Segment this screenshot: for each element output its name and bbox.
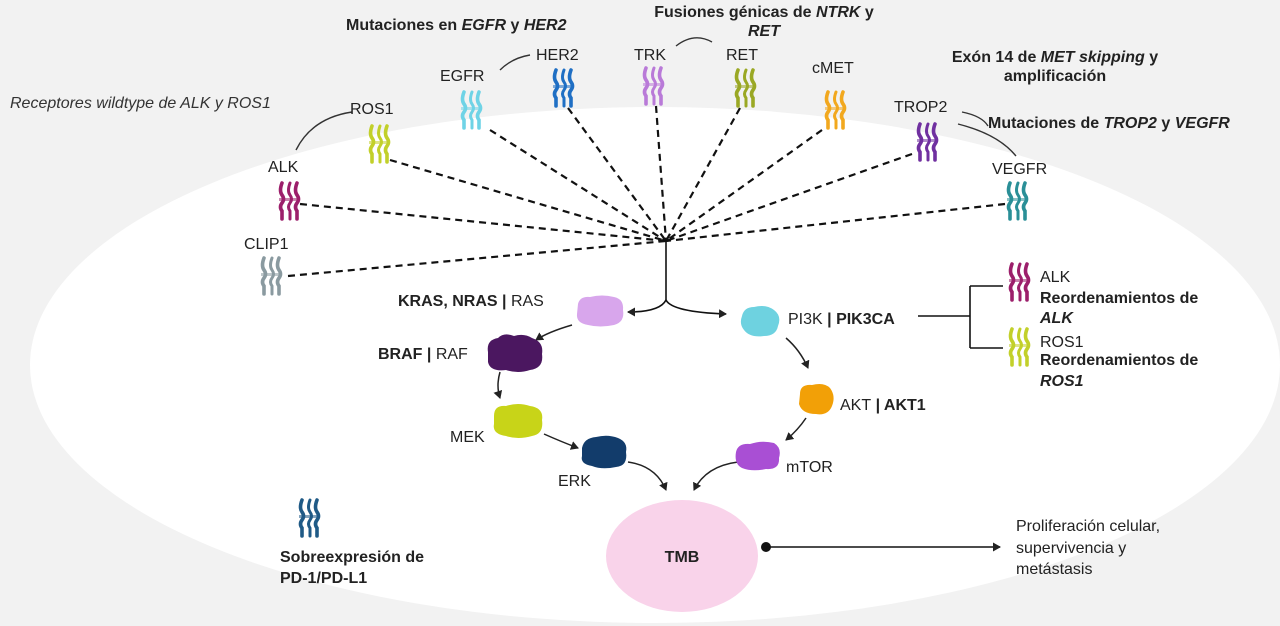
mek-protein bbox=[493, 404, 543, 438]
label-alk-rearr-title: Reordenamientos de bbox=[1040, 290, 1199, 307]
label-pi3k: PI3K | PIK3CA bbox=[788, 311, 895, 328]
label-outcome-1: Proliferación celular, bbox=[1016, 518, 1161, 535]
label-ras: KRAS, NRAS | RAS bbox=[398, 293, 544, 310]
label-cmet: cMET bbox=[812, 60, 854, 77]
heading-wildtype: Receptores wildtype de ALK y ROS1 bbox=[10, 95, 271, 112]
arrow-erk-tmb bbox=[627, 461, 668, 491]
receptor-connectors bbox=[287, 105, 1006, 278]
signal-branches bbox=[627, 241, 727, 319]
ros1-rearrangement-icon bbox=[1008, 327, 1031, 367]
label-vegfr: VEGFR bbox=[992, 161, 1048, 178]
label-akt: AKT | AKT1 bbox=[840, 397, 926, 414]
clip1-receptor-icon bbox=[260, 256, 283, 296]
cmet-receptor-icon bbox=[824, 90, 847, 130]
arrow-pi3k-akt bbox=[785, 337, 810, 369]
label-trk: TRK bbox=[634, 47, 666, 64]
label-alk-rearr: ALK bbox=[1040, 269, 1071, 286]
bracket-egfr-her2 bbox=[499, 54, 531, 71]
label-ros1-rearr: ROS1 bbox=[1040, 334, 1084, 351]
bracket-alk-ros1 bbox=[295, 111, 353, 151]
label-ret: RET bbox=[726, 47, 758, 64]
tmb-node bbox=[606, 500, 758, 612]
label-outcome-2: supervivencia y bbox=[1016, 540, 1127, 557]
label-clip1: CLIP1 bbox=[244, 236, 289, 253]
her2-receptor-icon bbox=[552, 68, 575, 108]
connector-trop2 bbox=[665, 152, 913, 243]
arrow-mek-erk bbox=[543, 433, 579, 450]
label-pd1-line2: PD-1/PD-L1 bbox=[280, 570, 368, 587]
pi3k-protein bbox=[740, 306, 780, 337]
alk-rearrangement-icon bbox=[1008, 262, 1031, 302]
ros1-receptor-icon bbox=[368, 124, 391, 164]
arrow-akt-mtor bbox=[785, 417, 807, 441]
connector-trk bbox=[654, 105, 668, 242]
bracket-trk-ret bbox=[675, 37, 713, 47]
label-ros1: ROS1 bbox=[350, 101, 394, 118]
akt-protein bbox=[799, 384, 834, 415]
cell-ellipse bbox=[30, 107, 1280, 623]
connector-vegfr bbox=[665, 202, 1006, 243]
connector-her2 bbox=[567, 107, 667, 242]
connector-egfr bbox=[489, 129, 667, 242]
raf-protein bbox=[487, 334, 543, 372]
alk-receptor-icon bbox=[278, 181, 301, 221]
connector-ret bbox=[665, 107, 741, 242]
label-alk: ALK bbox=[268, 159, 299, 176]
arrow-raf-mek bbox=[493, 371, 503, 399]
label-ros1-rearr-title: Reordenamientos de bbox=[1040, 352, 1199, 369]
arrow-ras-raf bbox=[535, 324, 573, 341]
mtor-protein bbox=[735, 441, 780, 471]
pd1-receptor-icon bbox=[298, 498, 321, 538]
vegfr-receptor-icon bbox=[1006, 181, 1029, 221]
connector-alk bbox=[299, 202, 667, 243]
label-erk: ERK bbox=[558, 473, 591, 490]
connector-clip1 bbox=[287, 239, 667, 278]
erk-protein bbox=[581, 435, 627, 469]
heading-trop2-vegfr: Mutaciones de TROP2 y VEGFR bbox=[988, 115, 1230, 132]
ras-protein bbox=[576, 295, 624, 327]
pathway-arrows bbox=[493, 324, 810, 491]
label-ros1-rearr-gene: ROS1 bbox=[1040, 373, 1084, 390]
label-egfr: EGFR bbox=[440, 68, 485, 85]
heading-egfr-her2: Mutaciones en EGFR y HER2 bbox=[346, 17, 567, 34]
label-her2: HER2 bbox=[536, 47, 579, 64]
bracket-vegfr bbox=[957, 123, 1017, 157]
label-mtor: mTOR bbox=[786, 459, 833, 476]
connector-cmet bbox=[665, 129, 823, 242]
label-tmb: TMB bbox=[664, 549, 700, 566]
label-alk-rearr-gene: ALK bbox=[1040, 310, 1073, 327]
arrow-mtor-tmb bbox=[693, 461, 739, 491]
label-outcome-3: metástasis bbox=[1016, 561, 1093, 578]
label-pd1-line1: Sobreexpresión de bbox=[280, 549, 425, 566]
label-mek: MEK bbox=[450, 429, 485, 446]
bracket-trop2-vegfr bbox=[961, 111, 989, 127]
rearrangement-bracket bbox=[918, 285, 1003, 349]
label-raf: BRAF | RAF bbox=[378, 346, 468, 363]
egfr-receptor-icon bbox=[460, 90, 483, 130]
group-brackets bbox=[295, 37, 1017, 157]
trk-receptor-icon bbox=[642, 66, 665, 106]
label-trop2: TROP2 bbox=[894, 99, 948, 116]
ret-receptor-icon bbox=[734, 68, 757, 108]
trop2-receptor-icon bbox=[916, 122, 939, 162]
